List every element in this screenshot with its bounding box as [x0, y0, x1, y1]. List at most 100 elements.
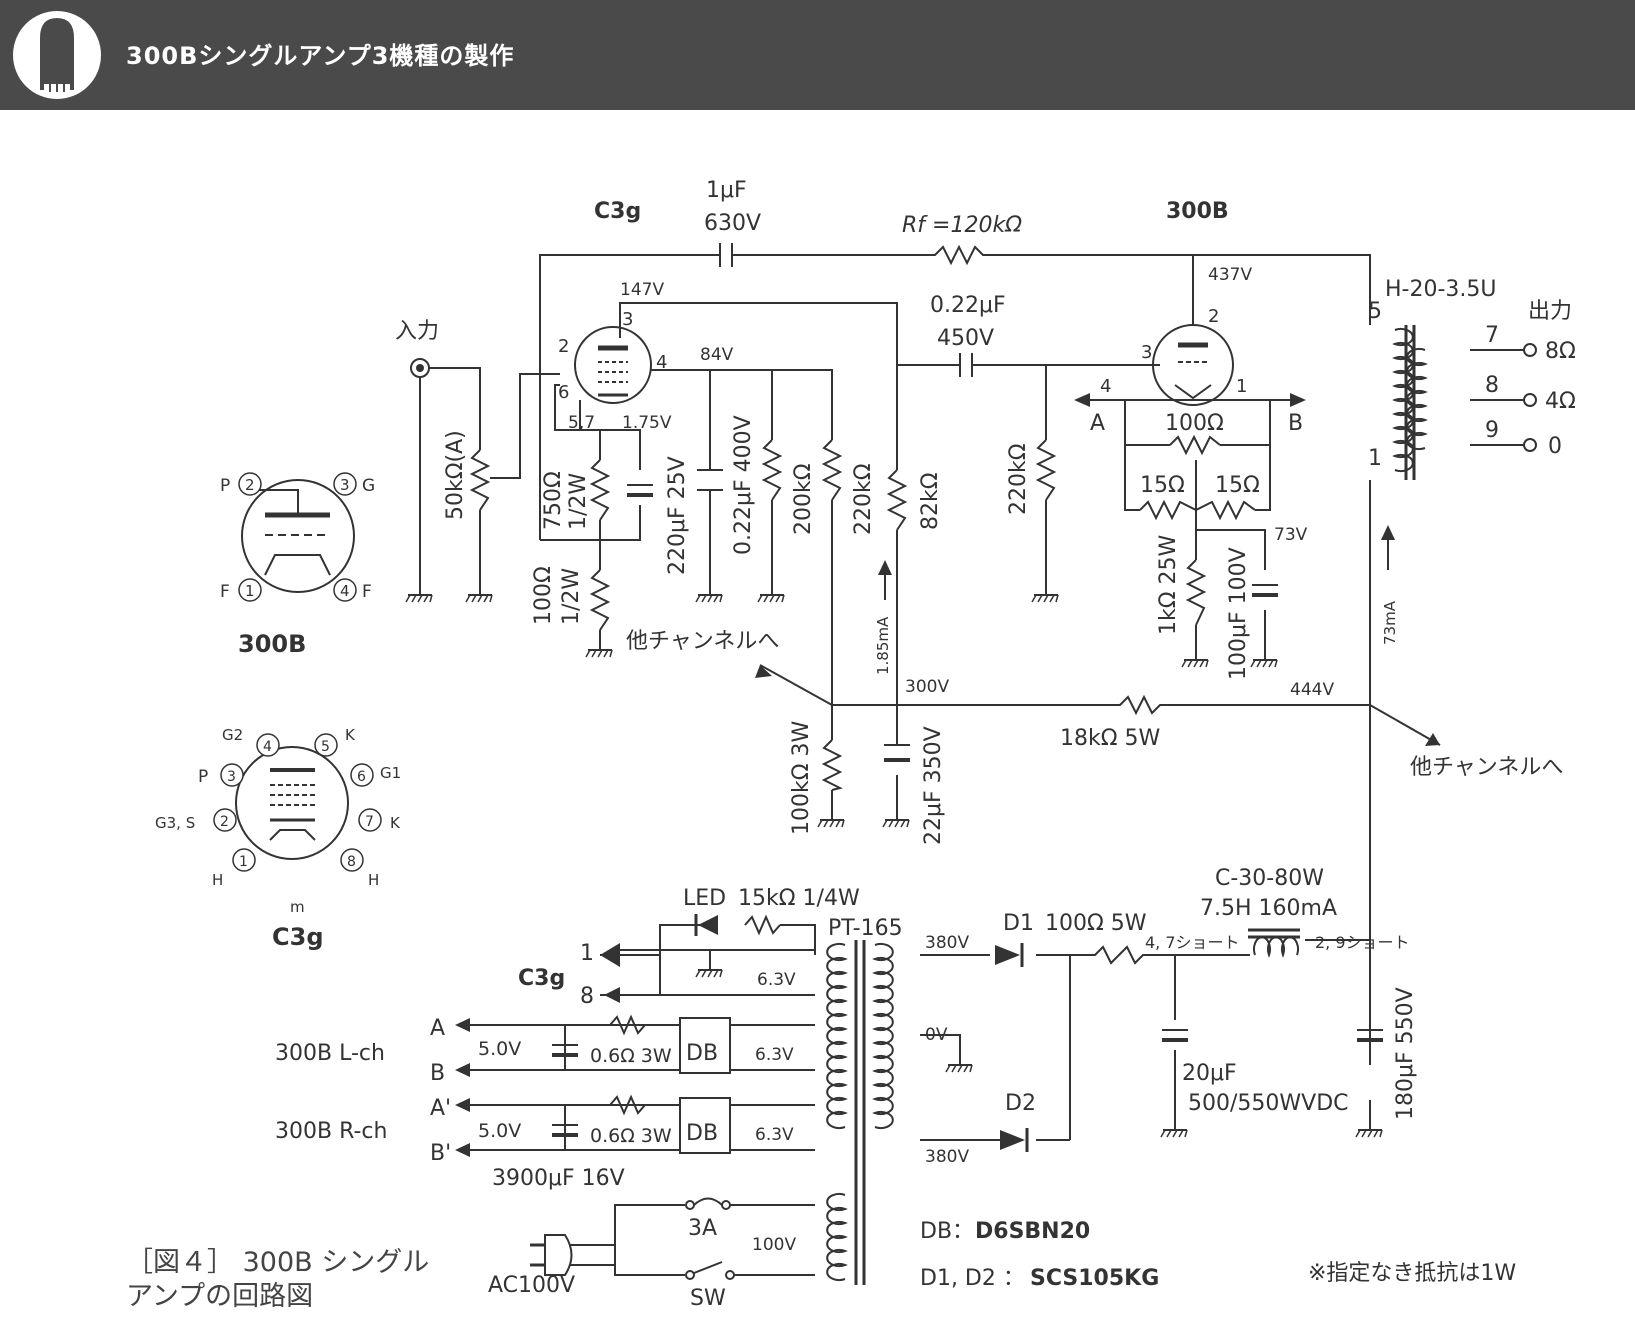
label-heater-b2: B'	[430, 1141, 451, 1166]
label-100ohm-5w: 100Ω 5W	[1045, 911, 1147, 936]
300b-pin-3: 3	[1141, 342, 1152, 363]
label-node-a: A	[1090, 411, 1105, 436]
300b-base-pin-2: 2	[245, 476, 255, 494]
page-title: 300Bシングルアンプ3機種の製作	[126, 42, 515, 70]
label-1k-25w: 1kΩ 25W	[1156, 534, 1181, 635]
label-c3g-m: m	[290, 898, 305, 916]
300b-base-pin-4: 4	[340, 582, 350, 600]
label-heater-a: A	[430, 1016, 445, 1041]
c3g-base-pin-8: 8	[347, 854, 356, 870]
label-100uf: 100μF 100V	[1226, 547, 1251, 680]
label-c3g-k1: K	[345, 726, 356, 744]
label-c3g-h1: H	[212, 871, 223, 889]
ac-plug-icon	[530, 1234, 573, 1276]
label-heater-b: B	[430, 1061, 445, 1086]
note-db-part: D6SBN20	[975, 1219, 1090, 1244]
label-73v: 73V	[1274, 525, 1308, 545]
label-500-550wvdc: 500/550WVDC	[1188, 1091, 1349, 1116]
label-630v: 630V	[704, 211, 761, 236]
label-15ohm-b: 15Ω	[1215, 473, 1260, 498]
label-choke-model: C-30-80W	[1215, 866, 1324, 891]
c3g-pin-6: 6	[558, 382, 569, 403]
label-20uf: 20μF	[1182, 1061, 1237, 1086]
label-380v-a: 380V	[925, 933, 969, 953]
label-63v-a: 6.3V	[757, 970, 796, 990]
arrow-current-2-icon	[1381, 525, 1395, 540]
label-750ohm-watt: 1/2W	[566, 473, 591, 530]
label-c3g-top: C3g	[594, 199, 641, 224]
label-18k: 18kΩ 5W	[1060, 726, 1161, 751]
label-06ohm-b: 0.6Ω 3W	[590, 1125, 672, 1147]
c3g-base-pin-3: 3	[227, 769, 236, 785]
label-c3g-g3s: G3, S	[155, 814, 195, 832]
label-63v-b: 6.3V	[755, 1045, 794, 1065]
header-bar	[0, 0, 1635, 110]
label-ac100v: AC100V	[488, 1273, 575, 1298]
label-200k: 200kΩ	[791, 463, 816, 535]
label-06ohm-a: 0.6Ω 3W	[590, 1045, 672, 1067]
ot-pin-5: 5	[1368, 299, 1382, 324]
label-444v: 444V	[1290, 680, 1334, 700]
arrow-other-channel-2-icon	[1425, 733, 1440, 746]
label-input: 入力	[395, 319, 439, 344]
label-220k-grid: 220kΩ	[1006, 443, 1031, 515]
label-300b-p: P	[220, 476, 230, 496]
fuse-icon	[693, 1197, 723, 1206]
label-100v: 100V	[752, 1235, 796, 1255]
ot-pin-1: 1	[1368, 446, 1382, 471]
note-resistors: ※指定なき抵抗は1W	[1308, 1261, 1516, 1286]
label-82k: 82kΩ	[918, 472, 943, 530]
label-db2: DB	[686, 1121, 718, 1146]
label-led: LED	[683, 886, 726, 911]
c3g-base-pin-1: 1	[239, 854, 248, 870]
label-450v: 450V	[937, 326, 994, 351]
label-db1: DB	[686, 1041, 718, 1066]
label-022uf: 0.22μF	[930, 293, 1006, 318]
label-175v: 1.75V	[622, 413, 672, 433]
c3g-base-pin-2: 2	[220, 814, 229, 830]
note-diode-part: SCS105KG	[1030, 1266, 1159, 1291]
label-73ma: 73mA	[1381, 600, 1399, 645]
300b-pin-4: 4	[1100, 376, 1111, 397]
label-15k: 15kΩ 1/4W	[738, 886, 860, 911]
c3g-pin-3: 3	[622, 309, 633, 330]
label-8ohm: 8Ω	[1545, 339, 1576, 364]
led-icon	[698, 915, 718, 935]
label-4ohm: 4Ω	[1545, 389, 1576, 414]
vacuum-tube-icon	[13, 11, 101, 99]
label-50v-b: 5.0V	[478, 1120, 521, 1142]
c3g-base-pin-4: 4	[263, 739, 272, 755]
label-022uf-400v: 0.22μF 400V	[731, 415, 756, 555]
label-c3g-k2: K	[390, 814, 401, 832]
label-437v: 437V	[1208, 265, 1252, 285]
label-d1: D1	[1003, 911, 1034, 936]
label-185ma: 1.85mA	[874, 616, 892, 675]
label-short-47: 4, 7ショート	[1145, 933, 1240, 952]
300b-base-pin-1: 1	[245, 582, 255, 600]
diode-d1-icon	[995, 945, 1020, 965]
label-220k: 220kΩ	[851, 463, 876, 535]
note-db-label: DB：	[920, 1219, 974, 1244]
label-c3g-heater: C3g	[518, 966, 565, 991]
ot-pin-9: 9	[1485, 418, 1499, 443]
300b-pin-2: 2	[1208, 306, 1219, 327]
label-300v: 300V	[905, 677, 949, 697]
label-300b-g: G	[362, 476, 375, 496]
label-300b-f2: F	[362, 582, 372, 602]
c3g-base-pin-6: 6	[357, 769, 366, 785]
label-63v-c: 6.3V	[755, 1125, 794, 1145]
label-180uf: 180μF 550V	[1393, 987, 1418, 1120]
label-380v-b: 380V	[925, 1147, 969, 1167]
c3g-base-pin-7: 7	[365, 814, 374, 830]
label-100ohm-watt: 1/2W	[559, 568, 584, 625]
output-terminal-4-icon	[1523, 393, 1537, 407]
label-fuse-3a: 3A	[688, 1216, 717, 1241]
label-switch: SW	[690, 1286, 726, 1311]
label-147v: 147V	[620, 280, 664, 300]
label-1uf: 1μF	[706, 178, 747, 203]
label-choke-spec: 7.5H 160mA	[1200, 896, 1337, 921]
label-c3g-base: C3g	[272, 923, 324, 951]
label-c3g-p: P	[198, 767, 208, 787]
label-0ohm: 0	[1548, 434, 1562, 459]
label-50v-a: 5.0V	[478, 1038, 521, 1060]
